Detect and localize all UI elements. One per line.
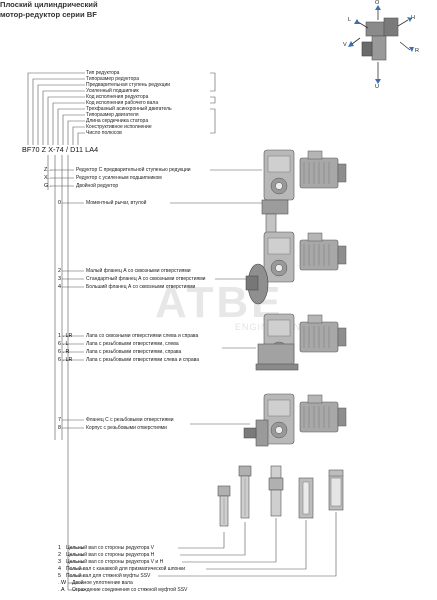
orientation-arrowheads bbox=[348, 5, 414, 84]
variant-code-g: G bbox=[44, 183, 49, 189]
shaft-code: 1 bbox=[58, 545, 61, 551]
shaft-text: Цельный вал со стороны редуктора H bbox=[66, 552, 155, 558]
orientation-label-o: O bbox=[375, 0, 380, 6]
variant-code: X.. bbox=[44, 175, 51, 181]
shaft-text: Двойное уплотнение вала bbox=[72, 580, 133, 586]
orientation-gearbox-icon bbox=[361, 17, 399, 61]
shaft-text: Цельный вал со стороны редуктора V bbox=[66, 545, 155, 551]
shaft-code-w: W bbox=[61, 580, 67, 586]
code-field-label: Типоразмер двигателя bbox=[86, 112, 139, 118]
code-field-label: Тип редуктора bbox=[86, 70, 120, 76]
shaft-code-a: A bbox=[61, 587, 65, 593]
housing-text: Моментный рычаг, втулой bbox=[86, 200, 147, 206]
variant-text: Двойной редуктор bbox=[76, 183, 119, 189]
housing-text: Лапа со сквозными отверстиями слева и сп… bbox=[86, 333, 199, 339]
housing-code: 4 bbox=[58, 284, 61, 290]
housing-text: Лапа с резьбовыми отверстиями, слева bbox=[86, 341, 179, 347]
housing-text: Лапа с резьбовыми отверстиями, справа bbox=[86, 349, 182, 355]
type-code: BF70 Z X-74 / D11 LA4 bbox=[22, 145, 99, 154]
variant-code-x: X bbox=[44, 175, 48, 181]
housing-code: 6 . R bbox=[58, 349, 70, 355]
code-field-label: Усиленный подшипник bbox=[86, 88, 139, 94]
housing-code: 6 . LR bbox=[58, 357, 73, 363]
code-field-label: Конструктивное исполнение bbox=[86, 124, 152, 130]
drawing-shaft-v bbox=[217, 485, 231, 527]
drawing-flange-a bbox=[245, 231, 347, 305]
shaft-text: Полый вал для стяжной муфты SSV bbox=[66, 573, 151, 579]
shaft-code: ..W bbox=[58, 580, 67, 586]
drawing-foot-mount bbox=[255, 313, 347, 371]
housing-text: Фланец С с резьбовыми отверстиями bbox=[86, 417, 174, 423]
code-field-label: Предварительная ступень редукции bbox=[86, 82, 171, 88]
drawing-hollow-shaft-key bbox=[298, 477, 314, 519]
orientation-label-r: R bbox=[415, 48, 419, 54]
title-line-1: Плоский цилиндрический bbox=[0, 0, 98, 9]
housing-text: Лапа с резьбовыми отверстиями слева и сп… bbox=[86, 357, 200, 363]
shaft-text: Цельный вал со стороны редуктора V и H bbox=[66, 559, 164, 565]
code-field-label: Код исполнения рабочего вала bbox=[86, 100, 159, 106]
housing-text: Больший фланец А со сквозными отверстиям… bbox=[86, 284, 196, 290]
orientation-label-l: L bbox=[348, 17, 352, 23]
code-field-label: Число полюсов bbox=[86, 130, 122, 136]
drawing-shaft-h bbox=[238, 465, 252, 519]
housing-code: 3 bbox=[58, 276, 61, 282]
drawing-hollow-shaft-ssv bbox=[328, 469, 344, 511]
code-field-label: Длина сердечника статора bbox=[86, 118, 149, 124]
shaft-code: 4 bbox=[58, 566, 61, 572]
shaft-text: Ограждение соединения со стяжной муфтой … bbox=[72, 587, 188, 593]
housing-text: Стандартный фланец А со сквозными отверс… bbox=[86, 276, 206, 282]
shaft-text: Полый вал с канавкой для призматической … bbox=[66, 566, 186, 572]
code-field-label: Код исполнения редуктора bbox=[86, 94, 149, 100]
housing-code: 6 . L bbox=[58, 341, 69, 347]
orientation-label-v: V bbox=[343, 42, 347, 48]
variant-code: G.. bbox=[44, 183, 52, 189]
title-line-2: мотор-редуктор серии BF bbox=[0, 10, 97, 19]
code-field-label: Типоразмер редуктора bbox=[86, 76, 139, 82]
drawing-shaft-vh bbox=[268, 465, 284, 517]
shaft-code: 5 bbox=[58, 573, 61, 579]
variant-text: Редуктор С предварительной ступенью реду… bbox=[76, 167, 191, 173]
housing-code: 1 . LR bbox=[58, 333, 73, 339]
drawing-flange-c bbox=[243, 393, 347, 447]
variant-text: Редуктор с усиленным подшипником bbox=[76, 175, 162, 181]
housing-code: 7 bbox=[58, 417, 61, 423]
shaft-code: 3 bbox=[58, 559, 61, 565]
housing-code: 0 bbox=[58, 200, 61, 206]
variant-code-z: Z bbox=[44, 167, 48, 173]
housing-code: 8 bbox=[58, 425, 61, 431]
orientation-arrows bbox=[351, 9, 411, 80]
orientation-label-h: H bbox=[411, 15, 415, 21]
variant-code: Z... bbox=[44, 167, 52, 173]
orientation-label-u: U bbox=[375, 84, 379, 90]
code-field-label: Трехфазный асинхронный двигатель bbox=[86, 106, 172, 112]
housing-code: 2 bbox=[58, 268, 61, 274]
page-title: Плоский цилиндрический мотор-редуктор се… bbox=[0, 0, 437, 20]
housing-text: Малый фланец А со сквозными отверстиями bbox=[86, 268, 191, 274]
shaft-code: 2 bbox=[58, 552, 61, 558]
housing-text: Корпус с резьбовыми отверстиями bbox=[86, 425, 167, 431]
shaft-code: ..A bbox=[58, 587, 65, 593]
